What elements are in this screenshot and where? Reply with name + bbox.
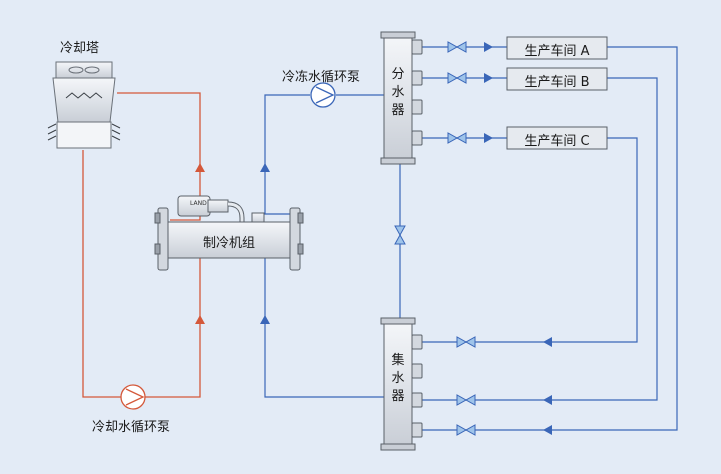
valve-icon xyxy=(447,41,467,53)
chilled-flow-arrows xyxy=(260,42,552,435)
workshop-box-c xyxy=(506,126,608,150)
workshop-label-c: 生产车间 C xyxy=(524,134,590,149)
valve-icon xyxy=(456,336,476,348)
flow-arrow-right xyxy=(484,133,493,143)
flow-arrow-left xyxy=(543,425,552,435)
chilled-water-pump-label: 冷冻水循环泵 xyxy=(282,70,361,85)
valves xyxy=(394,41,476,436)
flow-arrow-right xyxy=(484,73,493,83)
valve-icon xyxy=(447,72,467,84)
distributor-label: 分水器 xyxy=(391,67,405,118)
workshop-label-b: 生产车间 B xyxy=(524,75,590,90)
flow-arrow-up xyxy=(260,163,270,172)
flow-arrow-up xyxy=(195,163,205,172)
chiller-unit-icon xyxy=(154,195,304,271)
cooling-water-pump-label: 冷却水循环泵 xyxy=(92,420,171,435)
cooling-tower-label: 冷却塔 xyxy=(60,41,100,56)
workshop-box-b xyxy=(506,67,608,91)
bypass-valve-icon xyxy=(394,225,406,245)
collector-label: 集水器 xyxy=(391,353,405,404)
cooling-pipe-supply xyxy=(117,92,201,221)
workshop-box-a xyxy=(506,36,608,60)
chilled-pipe-return xyxy=(264,239,385,398)
cooling-pipe-return xyxy=(145,239,201,398)
cooling-pipe-left xyxy=(82,150,121,398)
valve-icon xyxy=(447,132,467,144)
flow-arrow-left xyxy=(543,337,552,347)
return-line-c xyxy=(422,137,638,343)
water-distributor-icon xyxy=(380,31,423,165)
chiller-label: 制冷机组 xyxy=(202,236,255,251)
return-line-b xyxy=(422,77,658,401)
flow-arrow-left xyxy=(543,395,552,405)
flow-arrow-right xyxy=(484,42,493,52)
return-line-a xyxy=(422,46,678,431)
cooling-flow-arrows xyxy=(195,163,205,324)
chiller-brand-label: LAND xyxy=(190,200,207,207)
cooling-tower-icon xyxy=(47,61,121,149)
workshop-label-a: 生产车间 A xyxy=(524,44,590,59)
flow-arrow-up xyxy=(260,315,270,324)
cooling-water-pump-icon xyxy=(120,384,146,410)
water-collector-icon xyxy=(380,317,423,451)
chilled-water-pump-icon xyxy=(310,82,336,108)
chilled-pipe-to-pump xyxy=(264,94,310,215)
flow-arrow-up xyxy=(195,315,205,324)
workshop-boxes xyxy=(506,36,608,150)
valve-icon xyxy=(456,424,476,436)
valve-icon xyxy=(456,394,476,406)
